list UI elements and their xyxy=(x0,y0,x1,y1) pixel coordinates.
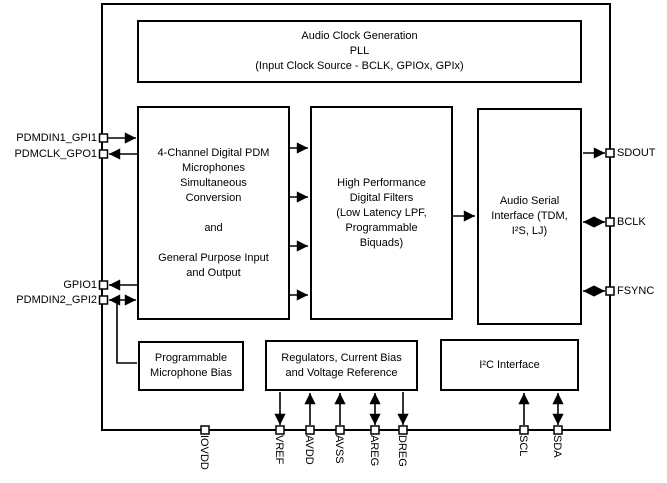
block-microphone-bias-label: Programmable Microphone Bias xyxy=(150,352,232,379)
block-regulators-label: Regulators, Current Bias and Voltage Ref… xyxy=(281,351,402,379)
pin-label-iovdd: IOVDD xyxy=(198,435,210,470)
block-pdm-microphones: 4-Channel Digital PDM Microphones Simult… xyxy=(137,106,290,320)
pin-square-sdout xyxy=(605,148,615,158)
pin-square-vref xyxy=(275,425,285,435)
block-pdm-microphones-label: 4-Channel Digital PDM Microphones Simult… xyxy=(157,146,270,279)
pin-square-avss xyxy=(335,425,345,435)
pin-label-pdmdin1-gpi1: PDMDIN1_GPI1 xyxy=(16,132,97,144)
block-audio-clock-generation-label: Audio Clock Generation PLL (Input Clock … xyxy=(255,30,464,72)
wire-pdmdin2-to-micbias xyxy=(116,300,137,364)
pin-square-fsync xyxy=(605,286,615,296)
block-i2c-interface: I²C Interface xyxy=(440,339,579,391)
pin-square-pdmdin2-gpi2 xyxy=(98,295,109,305)
pin-label-bclk: BCLK xyxy=(617,216,646,228)
pin-label-gpio1: GPIO1 xyxy=(63,279,97,291)
pin-square-dreg xyxy=(398,425,408,435)
block-regulators: Regulators, Current Bias and Voltage Ref… xyxy=(265,340,418,391)
pin-square-iovdd xyxy=(200,425,210,435)
pin-label-areg: AREG xyxy=(368,435,380,467)
pin-square-pdmclk-gpo1 xyxy=(98,149,109,159)
pin-square-pdmdin1-gpi1 xyxy=(98,133,109,143)
block-audio-serial-interface: Audio Serial Interface (TDM, I²S, LJ) xyxy=(477,108,582,325)
pin-square-areg xyxy=(370,425,380,435)
block-digital-filters-label: High Performance Digital Filters (Low La… xyxy=(336,176,427,249)
block-audio-serial-interface-label: Audio Serial Interface (TDM, I²S, LJ) xyxy=(491,195,568,237)
pin-label-avdd: AVDD xyxy=(303,435,315,465)
pin-label-pdmdin2-gpi2: PDMDIN2_GPI2 xyxy=(16,294,97,306)
block-digital-filters: High Performance Digital Filters (Low La… xyxy=(310,106,453,320)
pin-label-pdmclk-gpo1: PDMCLK_GPO1 xyxy=(14,148,97,160)
pin-square-avdd xyxy=(305,425,315,435)
pin-label-scl: SCL xyxy=(517,435,529,457)
pin-square-sda xyxy=(553,425,563,435)
pin-label-dreg: DREG xyxy=(396,435,408,467)
pin-label-fsync: FSYNC xyxy=(617,285,655,297)
chip-outline xyxy=(101,3,611,431)
block-i2c-interface-label: I²C Interface xyxy=(479,358,540,371)
pin-label-avss: AVSS xyxy=(333,435,345,464)
pin-square-bclk xyxy=(605,217,615,227)
pin-square-gpio1 xyxy=(98,280,109,290)
pin-label-vref: VREF xyxy=(273,435,285,465)
pin-label-sdout: SDOUT xyxy=(617,147,656,159)
pin-square-scl xyxy=(519,425,529,435)
block-microphone-bias: Programmable Microphone Bias xyxy=(138,341,244,391)
block-audio-clock-generation: Audio Clock Generation PLL (Input Clock … xyxy=(137,20,582,83)
pin-label-sda: SDA xyxy=(551,435,563,458)
